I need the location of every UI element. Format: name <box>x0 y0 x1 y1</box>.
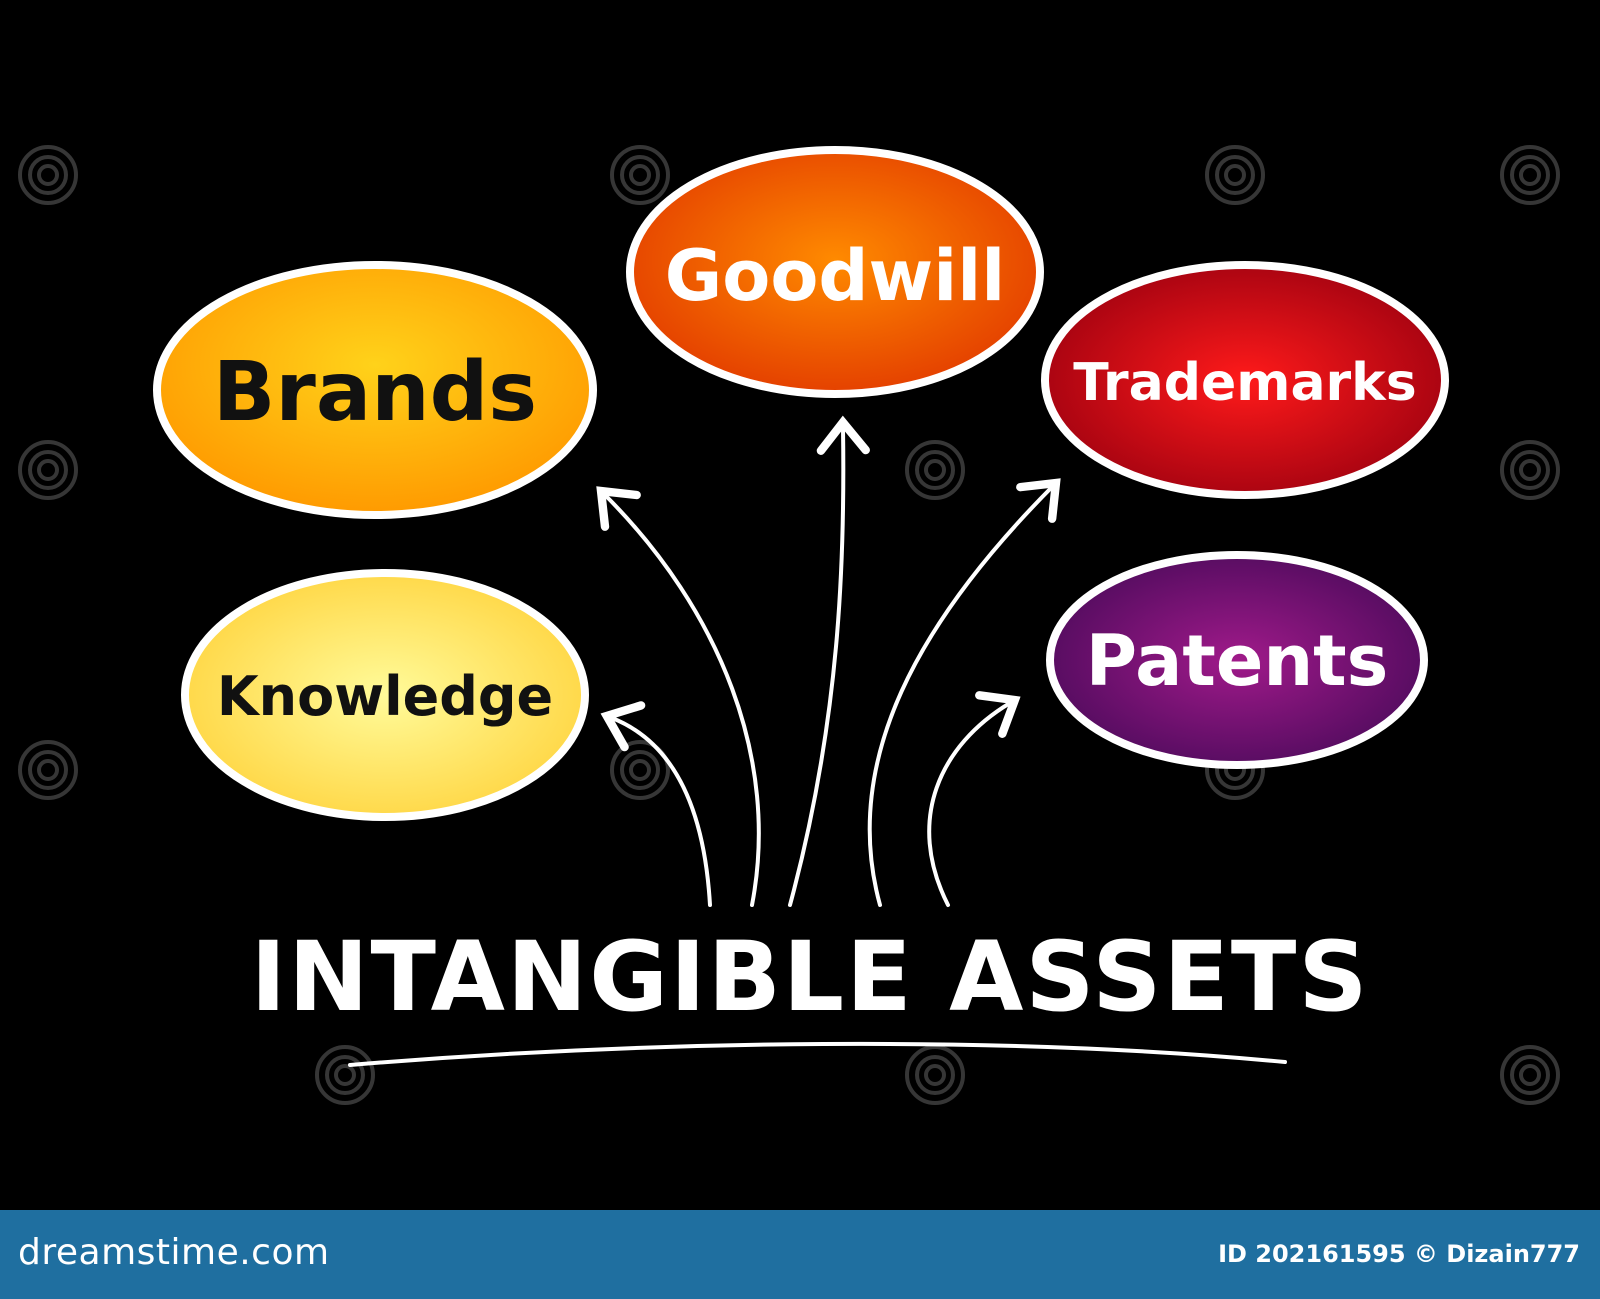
watermark-logo <box>18 145 78 205</box>
node-label-brands: Brands <box>213 345 537 440</box>
watermark-logo <box>1500 440 1560 500</box>
arrow-to-patents <box>927 691 1021 907</box>
watermark-logo <box>18 440 78 500</box>
footer-image-id: ID 202161595 © Dizain777 <box>1218 1240 1580 1268</box>
arrow-to-knowledge <box>600 701 712 907</box>
node-label-trademarks: Trademarks <box>1073 353 1416 413</box>
node-label-knowledge: Knowledge <box>217 665 553 728</box>
node-goodwill: Goodwill <box>626 146 1044 398</box>
watermark-logo <box>1205 145 1265 205</box>
arrow-to-goodwill <box>788 415 870 907</box>
watermark-logo <box>315 1045 375 1105</box>
node-trademarks: Trademarks <box>1041 261 1449 499</box>
node-brands: Brands <box>153 261 597 519</box>
watermark-logo <box>610 145 670 205</box>
arrow-to-brands <box>596 486 761 907</box>
watermark-logo <box>1500 145 1560 205</box>
watermark-layer <box>18 145 1560 1105</box>
diagram-title: INTANGIBLE ASSETS <box>250 921 1369 1033</box>
watermark-logo <box>1500 1045 1560 1105</box>
arrow-to-trademarks <box>867 478 1061 907</box>
title-underline <box>348 1041 1287 1067</box>
arrows <box>596 415 1061 907</box>
watermark-logo <box>905 440 965 500</box>
node-knowledge: Knowledge <box>181 569 589 821</box>
node-label-goodwill: Goodwill <box>665 235 1005 317</box>
node-patents: Patents <box>1046 551 1428 769</box>
node-label-patents: Patents <box>1086 620 1389 702</box>
watermark-logo <box>905 1045 965 1105</box>
diagram-canvas: Brands Goodwill Trademarks Knowledge Pat… <box>18 145 1560 1105</box>
stock-footer-bar: dreamstime.com ID 202161595 © Dizain777 <box>0 1210 1600 1299</box>
watermark-logo <box>18 740 78 800</box>
footer-site-name: dreamstime.com <box>18 1232 330 1273</box>
